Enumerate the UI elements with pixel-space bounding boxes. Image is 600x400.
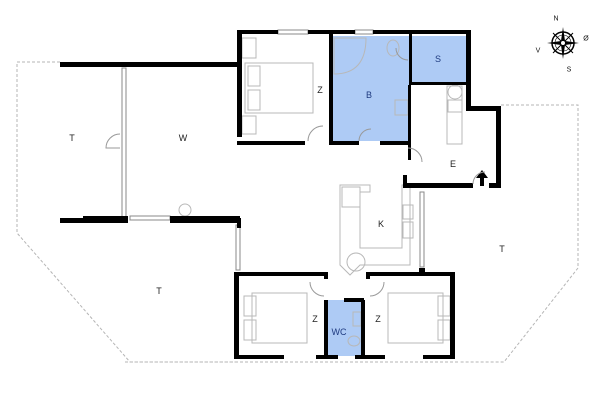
storage-fill (409, 36, 466, 83)
room-label-terrace-south: T (156, 286, 162, 296)
compass-west: V (535, 47, 541, 55)
compass-north: N (553, 15, 559, 23)
wc-fill (327, 300, 361, 356)
compass-south: S (566, 66, 572, 74)
room-label-kitchen: K (377, 219, 385, 229)
room-label-entrance: E (449, 159, 457, 169)
bathroom-fill (331, 36, 409, 141)
furniture (178, 37, 463, 347)
compass-rose (547, 27, 579, 59)
terrace-outline (16, 61, 579, 363)
room-label-terrace-east: T (499, 244, 505, 254)
room-label-living: W (178, 133, 188, 143)
room-label-bedroom-north: Z (317, 85, 323, 95)
room-label-bedroom-se: Z (375, 314, 381, 324)
room-label-terrace-west: T (69, 133, 75, 143)
room-label-bedroom-sw: Z (312, 314, 318, 324)
compass-east: Ø (583, 35, 589, 43)
doors (105, 47, 486, 297)
room-label-wc: WC (331, 327, 347, 337)
room-label-storage: S (434, 54, 442, 64)
wet-rooms (327, 36, 466, 356)
room-label-bathroom: B (365, 90, 373, 100)
walls (60, 30, 501, 359)
